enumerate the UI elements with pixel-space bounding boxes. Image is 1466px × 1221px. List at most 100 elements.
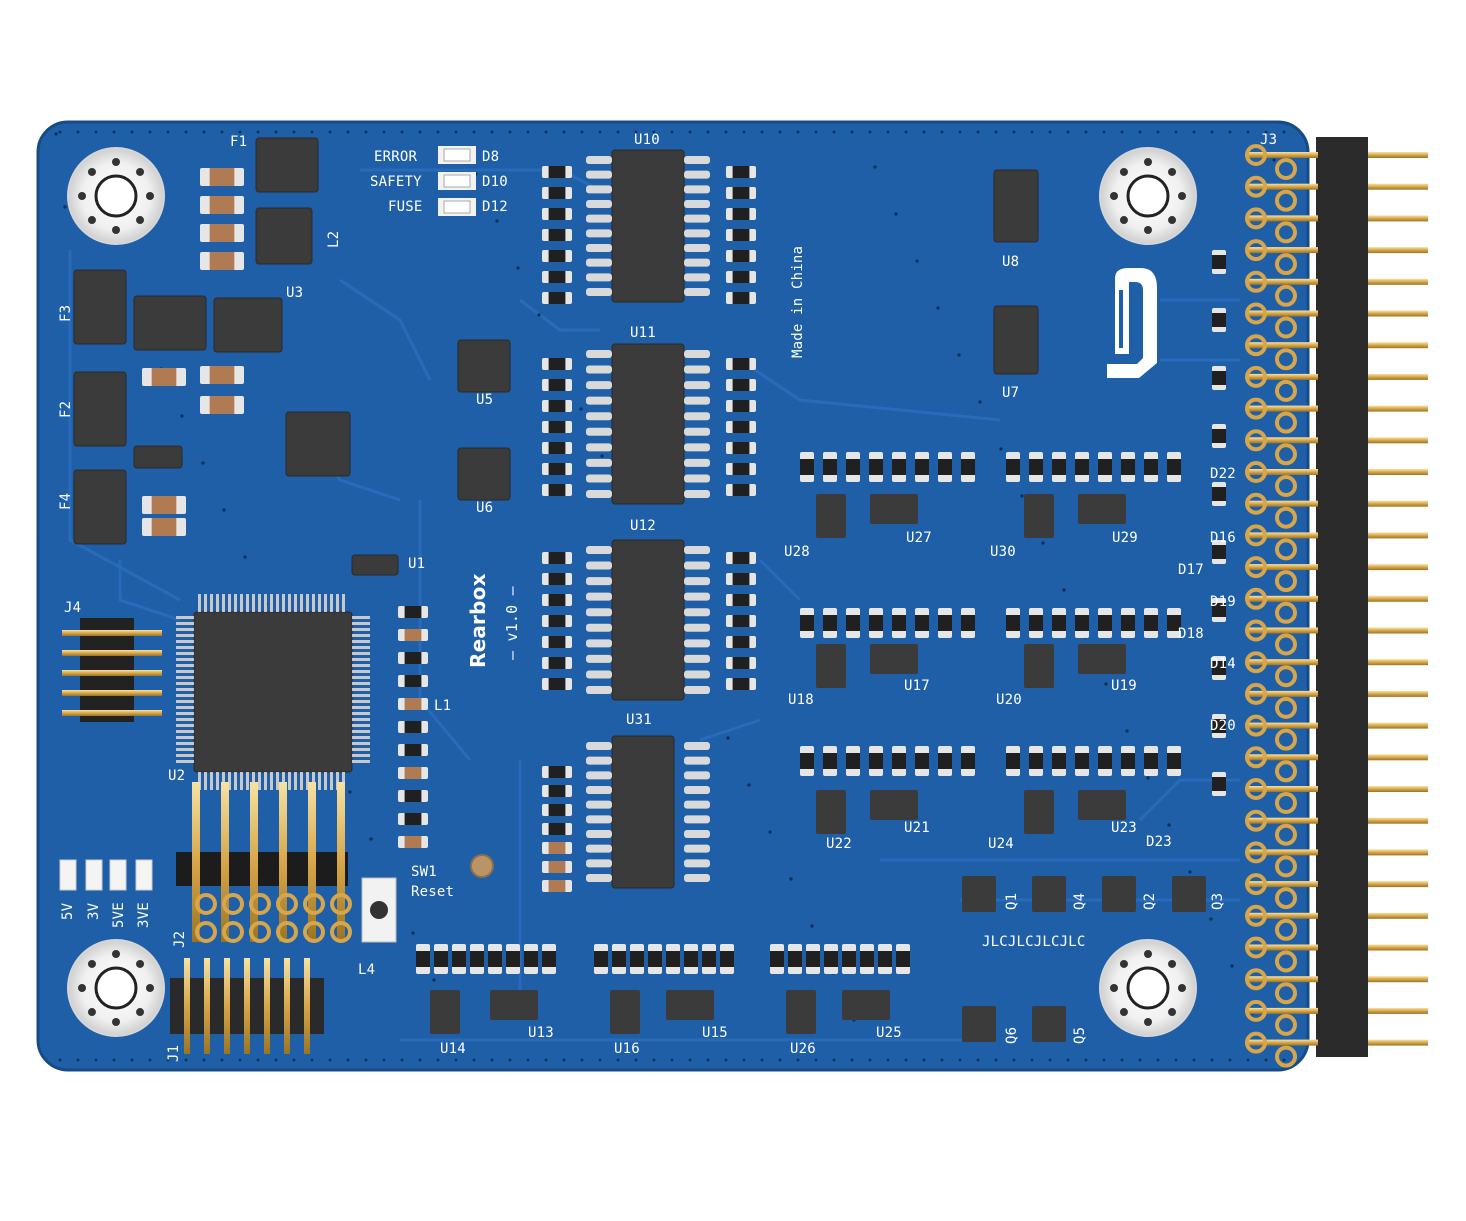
u2-pin bbox=[176, 676, 194, 679]
via bbox=[832, 130, 836, 134]
soic-pin bbox=[586, 156, 612, 164]
via bbox=[76, 1058, 80, 1062]
smd-body bbox=[732, 358, 750, 370]
j3-pad bbox=[1245, 587, 1267, 610]
j1-pin bbox=[184, 958, 190, 1054]
via bbox=[868, 1058, 872, 1062]
mounting-hole-via bbox=[1119, 216, 1128, 225]
via bbox=[936, 306, 940, 310]
mounting-hole-via bbox=[112, 226, 120, 234]
ref-u29: U29 bbox=[1112, 530, 1138, 546]
via bbox=[292, 130, 296, 134]
smd-body bbox=[732, 442, 750, 454]
soic-pin bbox=[684, 561, 710, 570]
smd-body bbox=[961, 615, 975, 631]
via bbox=[76, 130, 80, 134]
soic-pin bbox=[586, 185, 612, 194]
via bbox=[958, 1058, 962, 1062]
smd-body bbox=[548, 292, 566, 304]
mounting-hole-via bbox=[1168, 959, 1177, 968]
mounting-hole-via bbox=[1178, 984, 1186, 992]
mounting-hole-drill bbox=[1126, 966, 1170, 1010]
sot-package bbox=[1024, 494, 1054, 538]
u2-pin bbox=[264, 594, 267, 612]
j3-pad bbox=[1275, 538, 1297, 561]
u2-pin bbox=[252, 772, 255, 790]
ref-d22: D22 bbox=[1210, 466, 1236, 482]
u2-pin bbox=[352, 664, 370, 667]
via bbox=[328, 1058, 332, 1062]
smd-body bbox=[732, 678, 750, 690]
smd-body bbox=[938, 459, 952, 475]
via bbox=[579, 407, 583, 411]
j3-pin bbox=[1246, 627, 1318, 634]
smd-body bbox=[548, 880, 566, 892]
smd-body bbox=[732, 463, 750, 475]
j3-pin bbox=[1246, 247, 1318, 254]
via bbox=[1084, 130, 1088, 134]
msop-package bbox=[870, 494, 918, 524]
mounting-hole-via bbox=[1168, 167, 1177, 176]
via bbox=[958, 130, 962, 134]
smd-body bbox=[209, 196, 235, 214]
u2-pin bbox=[176, 706, 194, 709]
j3-pad bbox=[1245, 714, 1267, 737]
via bbox=[616, 130, 620, 134]
j3-pin bbox=[1246, 500, 1318, 507]
ref-u17: U17 bbox=[904, 678, 930, 694]
smd-body bbox=[548, 250, 566, 262]
u2-pin bbox=[288, 772, 291, 790]
smd-body bbox=[788, 951, 802, 967]
smd-body bbox=[404, 744, 422, 756]
smd-body bbox=[524, 951, 538, 967]
via bbox=[904, 130, 908, 134]
soic-pin bbox=[586, 443, 612, 452]
via bbox=[346, 130, 350, 134]
ic-u6 bbox=[457, 447, 511, 501]
smd-body bbox=[846, 459, 860, 475]
smd-body bbox=[470, 951, 484, 967]
ref-f3: F3 bbox=[58, 304, 74, 322]
mounting-hole-drill bbox=[94, 966, 138, 1010]
j3-pin bbox=[1368, 754, 1428, 761]
ic-u10 bbox=[611, 149, 685, 303]
soic-pin bbox=[586, 577, 612, 586]
ref-d8: D8 bbox=[482, 149, 500, 165]
via bbox=[274, 130, 278, 134]
u2-pin bbox=[176, 700, 194, 703]
via bbox=[112, 1058, 116, 1062]
smd-body bbox=[548, 400, 566, 412]
via bbox=[670, 130, 674, 134]
smd-body bbox=[732, 636, 750, 648]
u2-pin bbox=[352, 712, 370, 715]
components bbox=[59, 137, 1226, 1054]
soic-pin bbox=[684, 844, 710, 853]
ref-d23: D23 bbox=[1146, 834, 1172, 850]
smd-body bbox=[938, 753, 952, 769]
j3-pin bbox=[1368, 310, 1428, 317]
via bbox=[1264, 1058, 1268, 1062]
u2-pin bbox=[204, 594, 207, 612]
board-version: – v1.0 – bbox=[503, 586, 521, 660]
smd-body bbox=[548, 823, 566, 835]
j3-pad bbox=[1245, 682, 1267, 705]
mounting-hole-via bbox=[112, 1018, 120, 1026]
ref-d17: D17 bbox=[1178, 562, 1204, 578]
smd-body bbox=[548, 187, 566, 199]
smd-body bbox=[823, 753, 837, 769]
ref-f2: F2 bbox=[58, 400, 74, 418]
via bbox=[63, 205, 67, 209]
smd-body bbox=[1075, 459, 1089, 475]
j3-pin bbox=[1246, 722, 1318, 729]
j3-pin bbox=[1246, 310, 1318, 317]
via bbox=[472, 130, 476, 134]
smd-body bbox=[892, 459, 906, 475]
soic-pin bbox=[684, 427, 710, 436]
via bbox=[274, 1058, 278, 1062]
smd-body bbox=[732, 229, 750, 241]
ref-l4: L4 bbox=[358, 962, 376, 978]
j3-pad bbox=[1275, 665, 1297, 688]
ic-u11 bbox=[611, 343, 685, 505]
via bbox=[201, 461, 205, 465]
mounting-hole-via bbox=[1119, 167, 1128, 176]
